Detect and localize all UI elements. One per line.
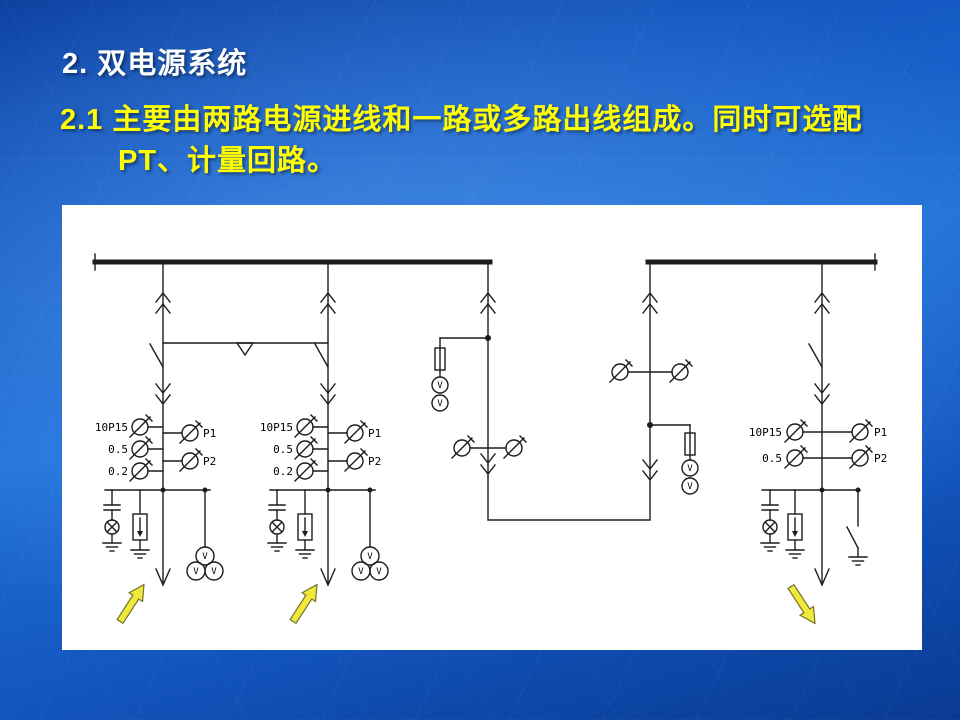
indicator-lamp-icon bbox=[104, 519, 120, 535]
ct2-accuracy-label: 0.2 bbox=[273, 465, 293, 478]
voltage-transformer-icon bbox=[431, 376, 449, 394]
incoming-feeder-3 bbox=[808, 261, 830, 584]
capacitor-icon bbox=[268, 504, 286, 511]
disconnect-switch-icon bbox=[149, 343, 164, 368]
annotation-arrow-icon bbox=[112, 579, 152, 627]
vt-v-label: V bbox=[211, 567, 217, 577]
ct1-meter-label: P2 bbox=[203, 455, 216, 468]
indicator-lamp-icon bbox=[269, 519, 285, 535]
ct-group-1: 10P15 0.5 0.2 P1 P2 bbox=[95, 414, 216, 482]
voltage-transformer-icon bbox=[431, 394, 449, 412]
current-transformer-icon bbox=[179, 420, 203, 444]
current-transformer-icon bbox=[294, 436, 318, 460]
pt-branch-left: V V bbox=[431, 337, 489, 412]
ct3-meter-label: P1 bbox=[874, 426, 887, 439]
vt-v-label: V bbox=[376, 567, 382, 577]
disconnect-switch-icon bbox=[314, 343, 329, 368]
diagram-panel: 10P15 0.5 0.2 P1 P2 V V V bbox=[62, 205, 922, 650]
current-transformer-icon bbox=[784, 445, 808, 469]
ct1-meter-label: P1 bbox=[203, 427, 216, 440]
current-transformer-icon bbox=[129, 414, 153, 438]
ct1-accuracy-label: 10P15 bbox=[95, 421, 128, 434]
surge-arrester-icon bbox=[787, 513, 803, 541]
ct1-accuracy-label: 0.5 bbox=[108, 443, 128, 456]
current-transformer-icon bbox=[344, 448, 368, 472]
ct3-accuracy-label: 10P15 bbox=[749, 426, 782, 439]
ct3-accuracy-label: 0.5 bbox=[762, 452, 782, 465]
bus-tie-connection bbox=[451, 261, 693, 521]
voltage-transformer-icon bbox=[204, 561, 224, 581]
vt-v-label: V bbox=[687, 464, 693, 474]
pt-branch-right: V V bbox=[649, 424, 699, 495]
right-busbar bbox=[645, 253, 878, 271]
feeder-2-outgoing: V V V bbox=[267, 487, 389, 586]
single-line-diagram: 10P15 0.5 0.2 P1 P2 V V V bbox=[92, 253, 887, 629]
voltage-transformer-icon bbox=[681, 459, 699, 477]
current-transformer-icon bbox=[669, 359, 693, 383]
left-busbar bbox=[92, 253, 493, 271]
annotation-arrows bbox=[112, 579, 823, 629]
current-transformer-icon bbox=[129, 436, 153, 460]
current-transformer-icon bbox=[849, 419, 873, 443]
current-transformer-icon bbox=[294, 414, 318, 438]
current-transformer-icon bbox=[344, 420, 368, 444]
indicator-lamp-icon bbox=[762, 519, 778, 535]
voltage-transformer-icon bbox=[369, 561, 389, 581]
ct2-accuracy-label: 0.5 bbox=[273, 443, 293, 456]
current-transformer-icon bbox=[609, 359, 633, 383]
surge-arrester-icon bbox=[132, 513, 148, 541]
ground-icon bbox=[267, 542, 287, 552]
ct2-meter-label: P2 bbox=[368, 455, 381, 468]
current-transformer-icon bbox=[179, 448, 203, 472]
current-transformer-icon bbox=[451, 435, 475, 459]
ground-icon bbox=[760, 542, 780, 552]
ground-icon bbox=[130, 549, 150, 559]
slide-body-line-1: 2.1 主要由两路电源进线和一路或多路出线组成。同时可选配 bbox=[60, 104, 863, 136]
current-transformer-icon bbox=[503, 435, 527, 459]
earthing-switch-icon bbox=[846, 526, 859, 549]
vt-v-label: V bbox=[687, 482, 693, 492]
ct-group-3: 10P15 0.5 P1 P2 bbox=[749, 419, 887, 469]
annotation-arrow-icon bbox=[285, 579, 325, 627]
voltage-transformer-icon bbox=[360, 546, 380, 566]
voltage-transformer-icon bbox=[681, 477, 699, 495]
vt-v-label: V bbox=[202, 552, 208, 562]
feeder-1-outgoing: V V V bbox=[102, 487, 224, 586]
current-transformer-icon bbox=[294, 458, 318, 482]
vt-v-label: V bbox=[358, 567, 364, 577]
ct3-meter-label: P2 bbox=[874, 452, 887, 465]
surge-arrester-icon bbox=[297, 513, 313, 541]
incoming-feeder-1 bbox=[149, 261, 171, 584]
ct2-meter-label: P1 bbox=[368, 427, 381, 440]
ground-icon bbox=[848, 556, 868, 566]
vt-v-label: V bbox=[437, 399, 443, 409]
disconnect-switch-icon bbox=[808, 343, 823, 368]
capacitor-icon bbox=[761, 504, 779, 511]
current-transformer-icon bbox=[129, 458, 153, 482]
current-transformer-icon bbox=[849, 445, 873, 469]
ct1-accuracy-label: 0.2 bbox=[108, 465, 128, 478]
transfer-tie-line bbox=[162, 342, 329, 357]
vt-v-label: V bbox=[437, 381, 443, 391]
voltage-transformer-icon bbox=[195, 546, 215, 566]
slide-title: 2. 双电源系统 bbox=[62, 48, 248, 80]
incoming-feeder-2 bbox=[314, 261, 336, 584]
feeder-3-outgoing bbox=[760, 487, 868, 586]
slide-body-line-2: PT、计量回路。 bbox=[118, 145, 338, 177]
ct-group-2: 10P15 0.5 0.2 P1 P2 bbox=[260, 414, 381, 482]
ground-icon bbox=[785, 549, 805, 559]
transfer-triangle-icon bbox=[235, 342, 255, 357]
current-transformer-icon bbox=[784, 419, 808, 443]
annotation-arrow-icon bbox=[783, 581, 823, 629]
ct2-accuracy-label: 10P15 bbox=[260, 421, 293, 434]
vt-v-label: V bbox=[193, 567, 199, 577]
ground-icon bbox=[295, 549, 315, 559]
capacitor-icon bbox=[103, 504, 121, 511]
ground-icon bbox=[102, 542, 122, 552]
vt-v-label: V bbox=[367, 552, 373, 562]
